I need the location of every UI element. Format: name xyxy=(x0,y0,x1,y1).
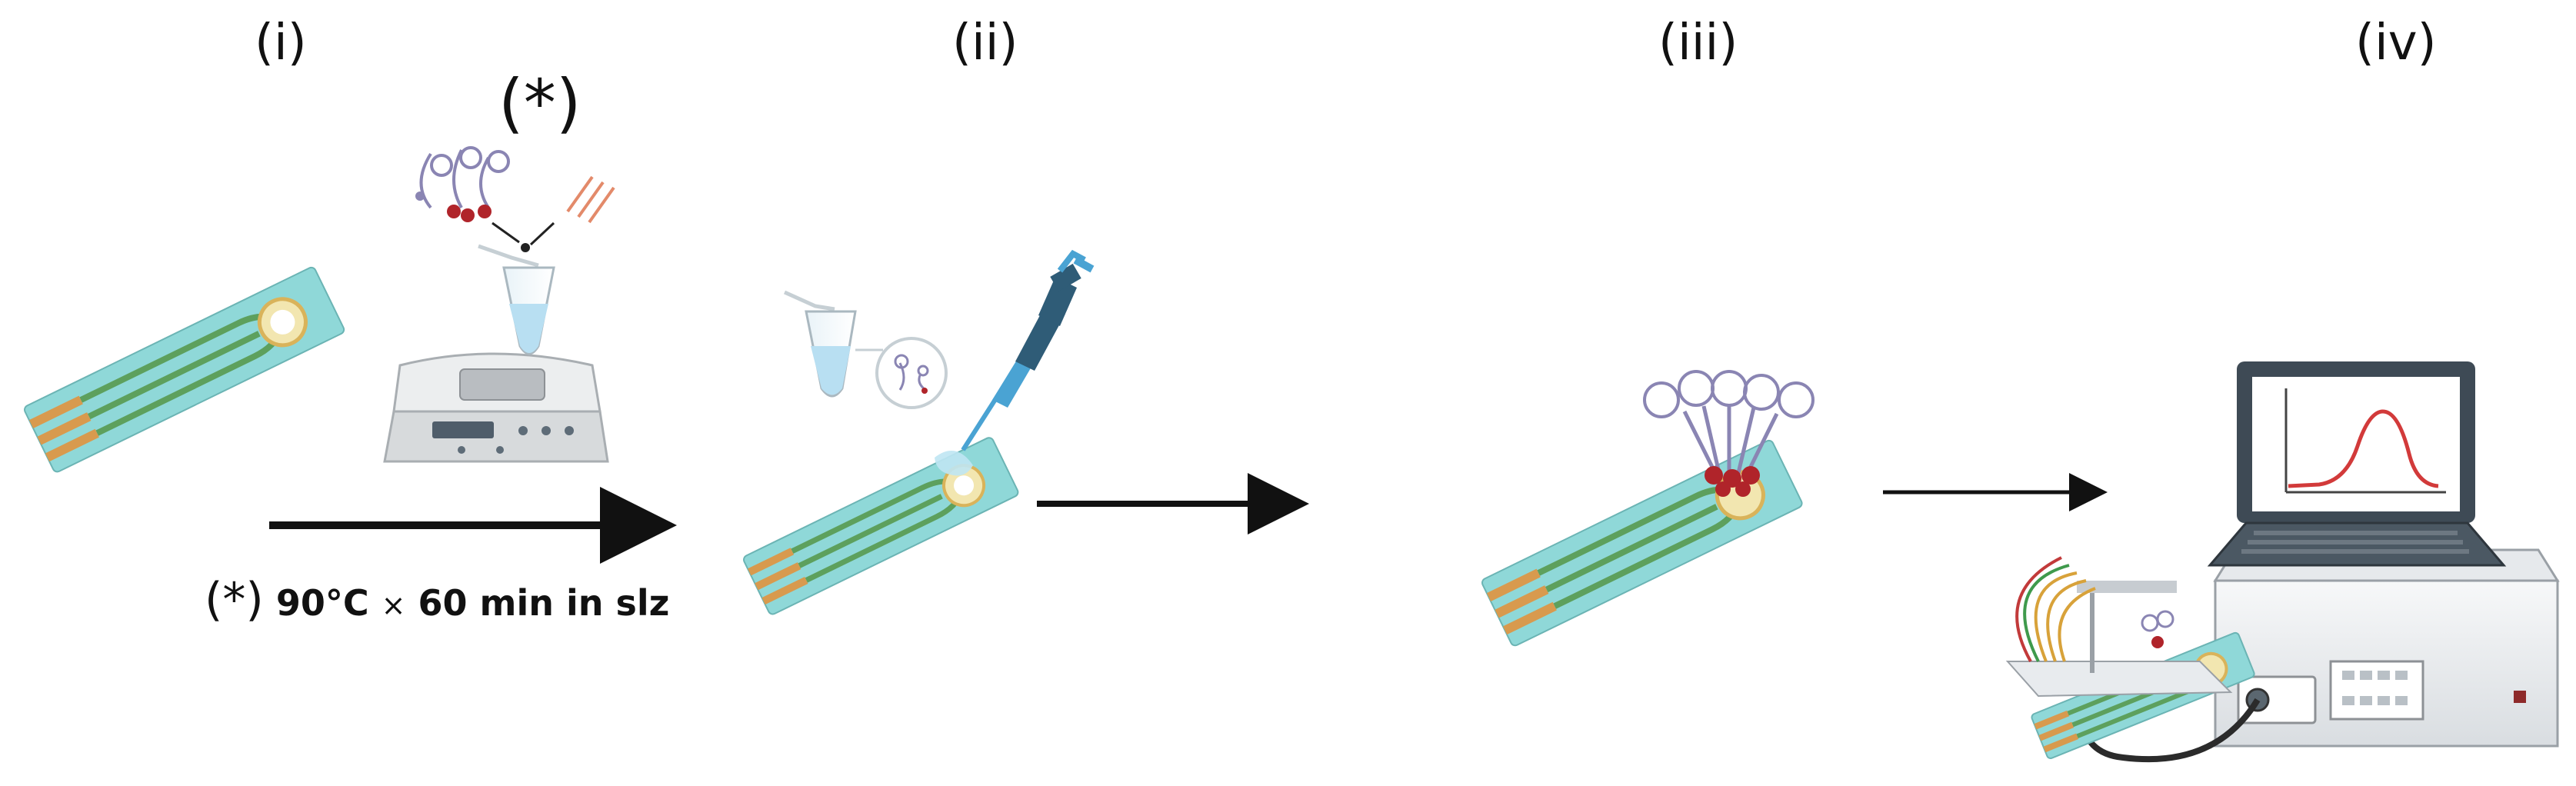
immobilized-probes-icon xyxy=(1643,370,1815,497)
step-label-iii: (iii) xyxy=(1658,15,1738,72)
thermoshaker-icon xyxy=(383,352,609,463)
mixing-arrows-icon xyxy=(492,221,555,246)
condition-times-symbol: × xyxy=(381,588,406,622)
step-label-ii: (ii) xyxy=(952,15,1018,72)
condition-temperature: 90°C xyxy=(275,582,369,624)
laptop-icon xyxy=(2207,361,2507,567)
voltammogram-plot-icon xyxy=(2284,388,2446,494)
condition-marker: (*) xyxy=(205,573,264,627)
aptamer-probe-icon xyxy=(415,146,510,222)
droplet-icon xyxy=(935,451,973,476)
electrode-step-ii-icon xyxy=(743,437,1019,615)
pipette-icon xyxy=(961,249,1095,451)
step-label-iv: (iv) xyxy=(2355,15,2437,72)
microtube-step-ii-icon xyxy=(783,290,883,398)
condition-duration: 60 min in slz xyxy=(418,582,670,624)
electrode-stand-icon xyxy=(2005,556,2233,698)
step-label-i: (i) xyxy=(255,15,307,72)
microtube-icon xyxy=(478,244,555,355)
magnifier-icon xyxy=(875,337,948,409)
potentiostat-icon xyxy=(2213,548,2560,748)
heating-marker: (*) xyxy=(498,65,582,141)
reagent-lines-icon xyxy=(566,175,615,224)
electrode-step-i-icon xyxy=(24,266,345,473)
heating-condition-label: (*) 90°C × 60 min in slz xyxy=(205,577,669,623)
